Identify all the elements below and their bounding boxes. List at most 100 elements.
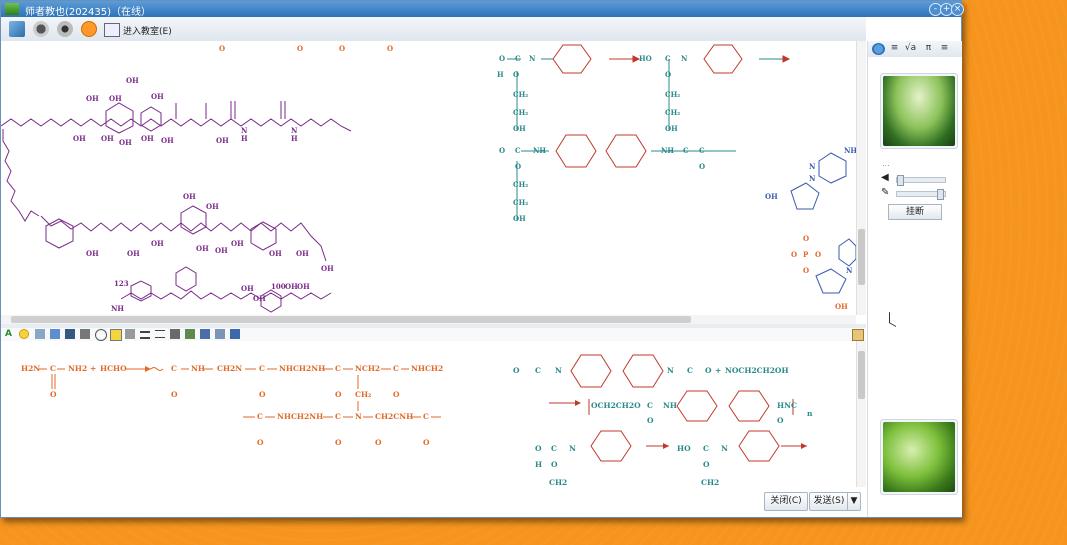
file-icon[interactable] (65, 329, 75, 339)
scissors-icon[interactable] (80, 329, 90, 339)
svg-text:OH: OH (216, 136, 229, 145)
send-button[interactable]: 发送(S) (809, 492, 849, 511)
top-pane-vertical-scrollbar[interactable] (856, 41, 866, 315)
bottom-pane-vertical-scrollbar[interactable] (856, 341, 866, 487)
svg-text:NH2: NH2 (68, 364, 87, 373)
svg-text:O: O (335, 438, 342, 447)
svg-text:HCHO: HCHO (100, 364, 127, 373)
seedling-image (883, 76, 955, 146)
monitor-icon[interactable] (230, 329, 240, 339)
top-pane-horizontal-thumb[interactable] (11, 316, 691, 323)
chat-tab-icon[interactable] (872, 43, 885, 55)
svg-text:C: C (699, 146, 705, 155)
tab-formula[interactable]: √a (904, 43, 917, 53)
title-bar[interactable]: 师者教也(202435)（在线） - + × (1, 1, 964, 18)
svg-text:C: C (515, 146, 521, 155)
svg-text:O: O (515, 162, 521, 171)
tab-notes[interactable]: ≡ (940, 43, 949, 53)
svg-text:OH: OH (161, 136, 174, 145)
align-icon[interactable] (140, 331, 150, 339)
svg-text:O: O (551, 460, 558, 469)
svg-text:OH: OH (119, 138, 132, 147)
svg-text:O: O (335, 390, 342, 399)
tab-pi[interactable]: π (925, 43, 932, 53)
svg-text:H2N: H2N (21, 364, 40, 373)
pen-icon[interactable] (185, 329, 195, 339)
svg-text:C: C (515, 54, 521, 63)
svg-text:OH: OH (86, 94, 99, 103)
svg-text:O: O (777, 416, 784, 425)
svg-text:OH: OH (196, 244, 209, 253)
svg-text:O: O (535, 444, 542, 453)
svg-text:N: N (846, 266, 853, 275)
message-input-pane[interactable]: H2N C NH2 + HCHO O C NH CH2N C NHCH2NH C… (1, 341, 856, 487)
font-icon[interactable]: A (5, 329, 12, 339)
svg-text:C: C (551, 444, 557, 453)
close-window-button[interactable]: × (951, 3, 964, 16)
bottom-pane-scroll-thumb[interactable] (858, 351, 865, 399)
svg-text:OH: OH (215, 246, 228, 255)
mic-volume-thumb[interactable] (937, 189, 944, 200)
svg-text:O: O (375, 438, 382, 447)
svg-text:N: N (667, 366, 674, 375)
speaker-volume-slider[interactable] (896, 175, 946, 186)
emoji-icon[interactable] (19, 329, 29, 339)
svg-text:O: O (257, 438, 264, 447)
svg-text:O: O (665, 70, 671, 79)
window-title: 师者教也(202435)（在线） (25, 7, 151, 18)
highlight-icon[interactable] (110, 329, 122, 341)
microphone-icon[interactable] (57, 21, 73, 37)
svg-text:HNC: HNC (777, 401, 797, 410)
svg-text:O: O (513, 366, 520, 375)
whiteboard-icon[interactable] (104, 23, 120, 37)
svg-text:O: O (513, 70, 519, 79)
paint-icon[interactable] (200, 329, 210, 339)
svg-text:CH₂: CH₂ (665, 90, 680, 99)
hangup-button[interactable]: 挂断 (888, 204, 942, 220)
format-toolbar: A (1, 328, 866, 342)
svg-text:N: N (241, 126, 248, 135)
svg-text:OH: OH (253, 294, 266, 303)
svg-text:N: N (355, 412, 362, 421)
send-options-dropdown[interactable]: ▼ (847, 492, 861, 511)
clock-icon[interactable] (81, 21, 97, 37)
tab-tools[interactable]: ≡ (890, 43, 899, 53)
svg-text:CH2: CH2 (549, 478, 567, 487)
window-icon[interactable] (215, 329, 225, 339)
top-pane-horizontal-scrollbar[interactable] (1, 315, 856, 324)
svg-text:OH: OH (269, 249, 282, 258)
svg-text:H: H (241, 134, 248, 143)
svg-text:O: O (387, 44, 393, 53)
svg-text:+: + (715, 366, 721, 375)
svg-text:HO: HO (677, 444, 691, 453)
svg-text:NH: NH (844, 146, 856, 155)
image-icon[interactable] (50, 329, 60, 339)
speaker-volume-thumb[interactable] (897, 175, 904, 186)
mic-volume-slider[interactable] (896, 189, 946, 200)
enter-classroom-button[interactable]: 进入教室(E) (123, 27, 172, 37)
camera-icon[interactable] (33, 21, 49, 37)
svg-text:CH₂: CH₂ (665, 108, 680, 117)
top-pane-scroll-thumb[interactable] (858, 229, 865, 285)
pane-splitter[interactable] (1, 324, 866, 328)
svg-text:OH: OH (126, 76, 139, 85)
history-icon[interactable] (852, 329, 864, 341)
svg-text:OH: OH (835, 302, 848, 311)
svg-text:C: C (257, 412, 263, 421)
close-button[interactable]: 关闭(C) (764, 492, 808, 511)
leaf-image (883, 422, 955, 492)
screenshot-icon[interactable] (35, 329, 45, 339)
svg-text:NHCH2: NHCH2 (411, 364, 443, 373)
swap-icon[interactable] (170, 329, 180, 339)
formula-icon[interactable] (125, 329, 135, 339)
svg-text:OH: OH (513, 124, 526, 133)
book-icon[interactable] (9, 21, 25, 37)
refresh-icon[interactable] (95, 329, 107, 341)
list-icon[interactable] (155, 330, 165, 338)
svg-text:O: O (393, 390, 400, 399)
microphone-icon: ✎ (881, 187, 890, 198)
svg-text:N: N (809, 162, 816, 171)
svg-text:C: C (683, 146, 689, 155)
